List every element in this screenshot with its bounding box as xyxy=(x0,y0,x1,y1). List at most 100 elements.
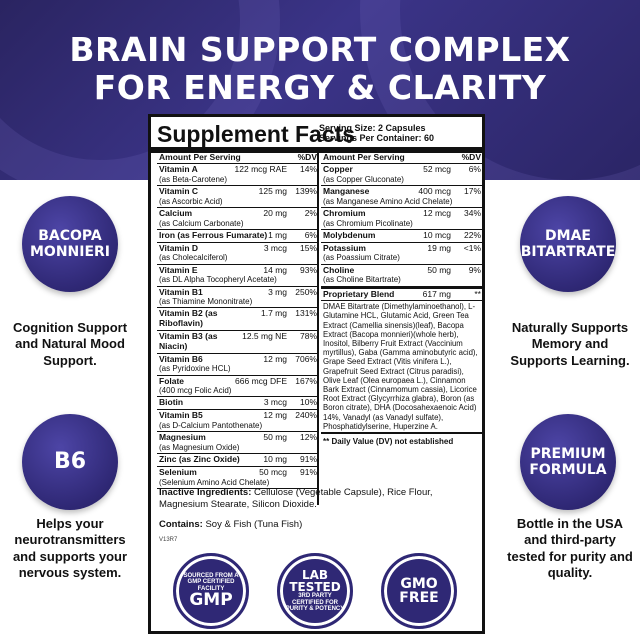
allergen-statement: Contains: Soy & Fish (Tuna Fish) xyxy=(159,519,302,530)
nutrient-dv: 93% xyxy=(299,264,317,275)
nutrient-name: Vitamin B6 xyxy=(159,353,203,364)
nutrient-source: (as Magnesium Oxide) xyxy=(159,442,240,452)
nutrient-dv: 14% xyxy=(299,164,317,174)
nutrient-name: Biotin xyxy=(159,397,184,408)
nutrient-source: (as D-Calcium Pantothenate) xyxy=(159,420,263,430)
nutrient-source: (as Thiamine Mononitrate) xyxy=(159,297,253,307)
facts-column-left: Amount Per Serving %DV Vitamin A 122 mcg … xyxy=(157,151,319,489)
b6-badge: B6 xyxy=(22,414,118,510)
dv-footnote: ** Daily Value (DV) not established xyxy=(321,431,483,449)
nutrient-name: Vitamin B2 (as Riboflavin) xyxy=(159,308,218,329)
nutrient-dv: 15% xyxy=(299,242,317,253)
serving-size: Serving Size: 2 Capsules xyxy=(319,123,426,133)
title-divider xyxy=(151,147,482,153)
nutrient-row: Molybdenum 10 mcg 22% xyxy=(321,230,483,243)
inactive-ingredients: Inactive Ingredients: Cellulose (Vegetab… xyxy=(159,487,479,511)
gmo-free-seal: GMO FREE xyxy=(381,553,457,629)
nutrient-amount: 12.5 mg NE xyxy=(242,331,287,342)
nutrient-amount: 12 mg xyxy=(263,410,287,421)
nutrient-dv: 6% xyxy=(468,164,481,174)
nutrient-amount: 1.7 mg xyxy=(261,308,287,319)
nutrient-source: (as Calcium Carbonate) xyxy=(159,218,244,228)
proprietary-blend-row: Proprietary Blend 617 mg** xyxy=(321,286,483,302)
nutrient-amount: 20 mg xyxy=(263,207,287,218)
dv-header: %DV xyxy=(461,152,481,162)
nutrient-source: (400 mcg Folic Acid) xyxy=(159,386,232,396)
contains-label: Contains: xyxy=(159,519,203,530)
nutrient-name: Copper xyxy=(323,164,353,174)
dmae-description: Naturally Supports Memory and Supports L… xyxy=(510,320,630,368)
nutrient-dv: 78% xyxy=(299,331,317,342)
nutrient-dv: 9% xyxy=(468,264,481,275)
nutrient-dv: 706% xyxy=(295,353,317,364)
nutrient-dv: 34% xyxy=(463,207,481,218)
serving-info: Serving Size: 2 Capsules Servings Per Co… xyxy=(319,123,434,144)
nutrient-amount: 19 mg xyxy=(427,242,451,253)
nutrient-amount: 12 mcg xyxy=(423,207,451,218)
inactive-label: Inactive Ingredients: xyxy=(159,487,252,498)
nutrient-name: Manganese xyxy=(323,185,370,196)
nutrient-dv: <1% xyxy=(463,242,481,253)
nutrient-source: (as Manganese Amino Acid Chelate) xyxy=(323,196,453,206)
nutrient-amount: 3 mg xyxy=(268,286,287,297)
nutrient-row: Vitamin E 14 mg 93% (as DL Alpha Tocopheryl… xyxy=(157,265,319,287)
nutrient-source: (as Poassium Citrate) xyxy=(323,253,400,263)
premium-formula-description: Bottle in the USA and third-party tested… xyxy=(507,516,633,580)
lab-tested-seal: LAB TESTED 3RD PARTY CERTIFIED FOR PURIT… xyxy=(277,553,353,629)
nutrient-name: Molybdenum xyxy=(323,229,376,240)
column-divider xyxy=(317,151,319,505)
supplement-facts-title: Supplement Facts xyxy=(157,121,356,147)
nutrient-row: Vitamin B2 (as Riboflavin) 1.7 mg 131% xyxy=(157,308,319,332)
bacopa-description: Cognition Support and Natural Mood Suppo… xyxy=(12,320,128,368)
gmp-seal-caption: SOURCED FROM A GMP CERTIFIED FACILITY xyxy=(183,572,239,592)
nutrient-amount: 3 mcg xyxy=(263,397,287,408)
nutrient-amount: 122 mcg RAE xyxy=(234,164,287,174)
nutrient-name: Folate xyxy=(159,375,185,386)
nutrient-amount: 3 mcg xyxy=(263,242,287,253)
left-column-header: Amount Per Serving %DV xyxy=(157,151,319,164)
nutrient-name: Vitamin A xyxy=(159,164,198,174)
nutrient-amount: 14 mg xyxy=(263,264,287,275)
gmp-seal: SOURCED FROM A GMP CERTIFIED FACILITY GM… xyxy=(173,553,249,629)
nutrient-name: Vitamin B1 xyxy=(159,286,203,297)
nutrient-amount: 10 mg xyxy=(263,454,287,465)
lab-tested-caption: 3RD PARTY CERTIFIED FOR PURITY & POTENCY xyxy=(285,593,345,613)
blend-name: Proprietary Blend xyxy=(323,288,395,299)
nutrient-name: Choline xyxy=(323,264,355,275)
nutrient-dv: 131% xyxy=(295,308,317,319)
nutrient-name: Magnesium xyxy=(159,432,206,443)
headline-line-2: FOR ENERGY & CLARITY xyxy=(93,68,547,107)
nutrient-amount: 10 mcg xyxy=(423,229,451,240)
nutrient-amount: 400 mcg xyxy=(418,185,451,196)
nutrient-source: (as DL Alpha Tocopheryl Acetate) xyxy=(159,275,277,285)
blend-dv: ** xyxy=(474,288,481,299)
nutrient-dv: 2% xyxy=(304,207,317,218)
dmae-badge-label: DMAE BITARTRATE xyxy=(520,227,616,260)
nutrient-name: Vitamin E xyxy=(159,264,198,275)
nutrient-amount: 12 mg xyxy=(263,353,287,364)
right-column-header: Amount Per Serving %DV xyxy=(321,151,483,164)
nutrient-amount: 1 mg xyxy=(268,229,287,240)
nutrient-source: (as Choline Bitartrate) xyxy=(323,275,401,285)
b6-badge-label: B6 xyxy=(53,449,87,475)
nutrient-name: Zinc (as Zinc Oxide) xyxy=(159,454,240,465)
nutrient-dv: 250% xyxy=(295,286,317,297)
nutrient-dv: 22% xyxy=(463,229,481,240)
gmo-free-label: GMO FREE xyxy=(399,576,439,606)
gmp-seal-label: GMP xyxy=(189,590,233,611)
nutrient-dv: 91% xyxy=(299,466,317,477)
